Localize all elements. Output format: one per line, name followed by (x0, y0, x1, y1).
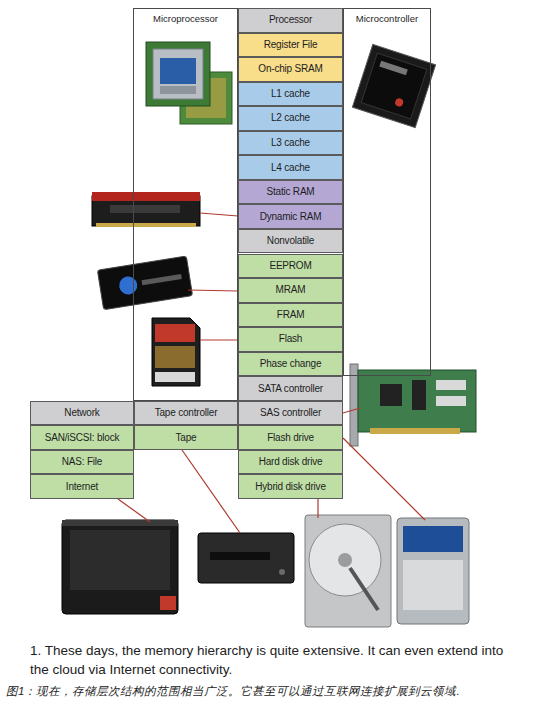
tape-drive (198, 533, 294, 583)
column-heading: Microcontroller (356, 13, 418, 25)
leader-line (182, 450, 240, 533)
memory-level-box: L3 cache (238, 131, 343, 156)
memory-level-box: L4 cache (238, 155, 343, 180)
level-name: Network (64, 407, 99, 419)
column-header-box: Microcontroller (343, 8, 431, 376)
sas-controller-card (350, 364, 476, 446)
memory-level-box: Flash (238, 327, 343, 352)
level-name: Hard disk drive (259, 456, 323, 468)
level-name: FRAM (277, 309, 305, 321)
level-name: Register File (264, 39, 318, 51)
memory-level-box: SAS controller (238, 401, 343, 426)
level-name: Flash drive (267, 432, 314, 444)
memory-level-box: Static RAM (238, 180, 343, 205)
storage-box: NAS: File (30, 450, 134, 475)
level-name: NAS: File (62, 456, 102, 468)
memory-level-box: L1 cache (238, 82, 343, 107)
leader-line (118, 499, 150, 522)
memory-level-box: Phase change (238, 352, 343, 377)
level-name: Processor (269, 14, 312, 26)
level-name: SAN/iSCSI: block (45, 432, 120, 444)
memory-level-box: Flash drive (238, 425, 343, 450)
storage-box: Tape (134, 425, 238, 450)
dram-module (92, 192, 200, 227)
level-name: EEPROM (269, 260, 311, 272)
memory-level-box: On-chip SRAM (238, 57, 343, 82)
memory-level-box: SATA controller (238, 376, 343, 401)
level-name: L3 cache (271, 137, 310, 149)
level-name: Nonvolatile (267, 235, 314, 247)
leader-line (343, 408, 360, 413)
level-name: Tape (176, 432, 197, 444)
solid-state-drive (397, 518, 469, 624)
level-name: MRAM (276, 284, 306, 296)
column-heading: Microprocessor (153, 13, 218, 25)
memory-level-box: Hard disk drive (238, 450, 343, 475)
memory-level-box: Register File (238, 33, 343, 58)
storage-box: Tape controller (134, 401, 238, 426)
microcontroller-chip (352, 44, 435, 127)
level-name: Static RAM (266, 186, 314, 198)
level-name: Dynamic RAM (260, 211, 322, 223)
storage-box: Network (30, 401, 134, 426)
level-name: Tape controller (155, 407, 218, 419)
level-name: L4 cache (271, 162, 310, 174)
level-name: Hybrid disk drive (255, 481, 326, 493)
storage-box: Internet (30, 474, 134, 499)
level-name: L1 cache (271, 88, 310, 100)
memory-level-box: MRAM (238, 278, 343, 303)
leader-line (200, 339, 238, 340)
leader-line (188, 290, 238, 291)
memory-level-box: Nonvolatile (238, 229, 343, 254)
memory-level-box: FRAM (238, 303, 343, 328)
leader-line (317, 499, 318, 518)
leader-line (200, 213, 238, 216)
hard-disk (305, 515, 391, 627)
figure-caption: 1. These days, the memory hierarchy is q… (30, 641, 508, 679)
memory-level-box: Processor (238, 8, 343, 33)
level-name: SATA controller (258, 383, 323, 395)
memory-level-box: Dynamic RAM (238, 204, 343, 229)
mram-module (97, 256, 192, 310)
level-name: Internet (66, 481, 98, 493)
memory-level-box: EEPROM (238, 254, 343, 279)
level-name: Phase change (260, 358, 322, 370)
memory-level-box: L2 cache (238, 106, 343, 131)
leader-line (343, 438, 425, 520)
nas-enclosure (62, 520, 178, 614)
sd-card (152, 318, 200, 386)
column-header-box: Microprocessor (133, 8, 238, 401)
microprocessor-chip (146, 42, 232, 124)
level-name: On-chip SRAM (258, 63, 322, 75)
translated-caption: 图1：现在，存储层次结构的范围相当广泛。它甚至可以通过互联网连接扩展到云领域. (6, 684, 531, 699)
level-name: SAS controller (260, 407, 321, 419)
level-name: L2 cache (271, 112, 310, 124)
memory-level-box: Hybrid disk drive (238, 474, 343, 499)
storage-box: SAN/iSCSI: block (30, 425, 134, 450)
level-name: Flash (279, 333, 302, 345)
